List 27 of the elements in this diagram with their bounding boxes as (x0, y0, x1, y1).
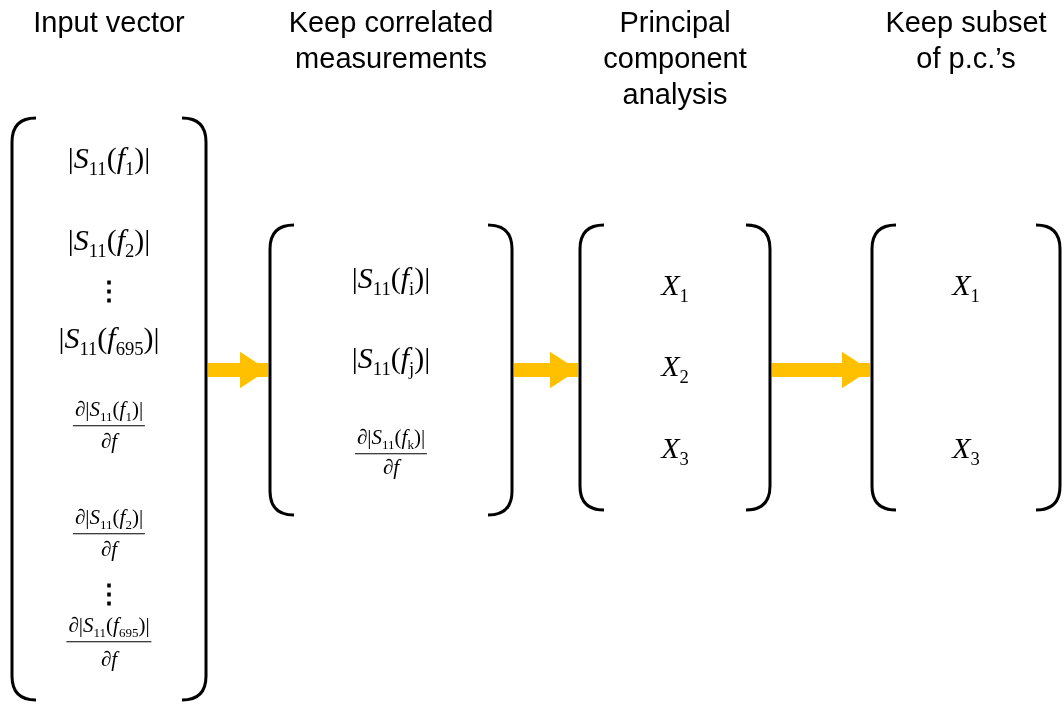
fraction-denominator: ∂f (100, 648, 118, 672)
math-expression: X$_{1}$ (661, 267, 689, 307)
column-heading: Principal component analysis (602, 5, 748, 112)
column-heading: Keep correlated measurements (287, 5, 495, 76)
math-expression: |S$_{11}$(f$_{1}$)| (67, 140, 151, 180)
math-expression: |S$_{11}$(f$_{695}$)| (58, 320, 160, 360)
vertical-ellipsis: ⋮ (96, 580, 122, 610)
fraction-denominator: ∂f (100, 430, 118, 454)
math-expression: X$_{2}$ (661, 348, 689, 388)
fraction-denominator: ∂f (382, 456, 400, 480)
math-expression: |S$_{11}$(f$_{i}$)| (351, 260, 431, 300)
column-heading: Input vector (32, 5, 186, 40)
vertical-ellipsis: ⋮ (96, 277, 122, 307)
math-expression: X$_{3}$ (952, 430, 980, 470)
fraction-denominator: ∂f (100, 538, 118, 562)
block-arrow (208, 351, 268, 389)
block-arrow (772, 351, 870, 389)
math-expression: |S$_{11}$(f$_{2}$)| (67, 222, 151, 262)
fraction-numerator: ∂|S$_{11}$(f$_{695}$)| (66, 614, 152, 642)
fraction-numerator: ∂|S$_{11}$(f$_{2}$)| (72, 506, 146, 534)
math-expression: |S$_{11}$(f$_{j}$)| (351, 340, 431, 380)
math-expression: X$_{3}$ (661, 430, 689, 470)
math-expression: X$_{1}$ (952, 267, 980, 307)
fraction-numerator: ∂|S$_{11}$(f$_{k}$)| (354, 426, 428, 454)
fraction-numerator: ∂|S$_{11}$(f$_{1}$)| (72, 398, 146, 426)
block-arrow (514, 351, 578, 389)
column-heading: Keep subset of p.c.’s (884, 5, 1048, 76)
